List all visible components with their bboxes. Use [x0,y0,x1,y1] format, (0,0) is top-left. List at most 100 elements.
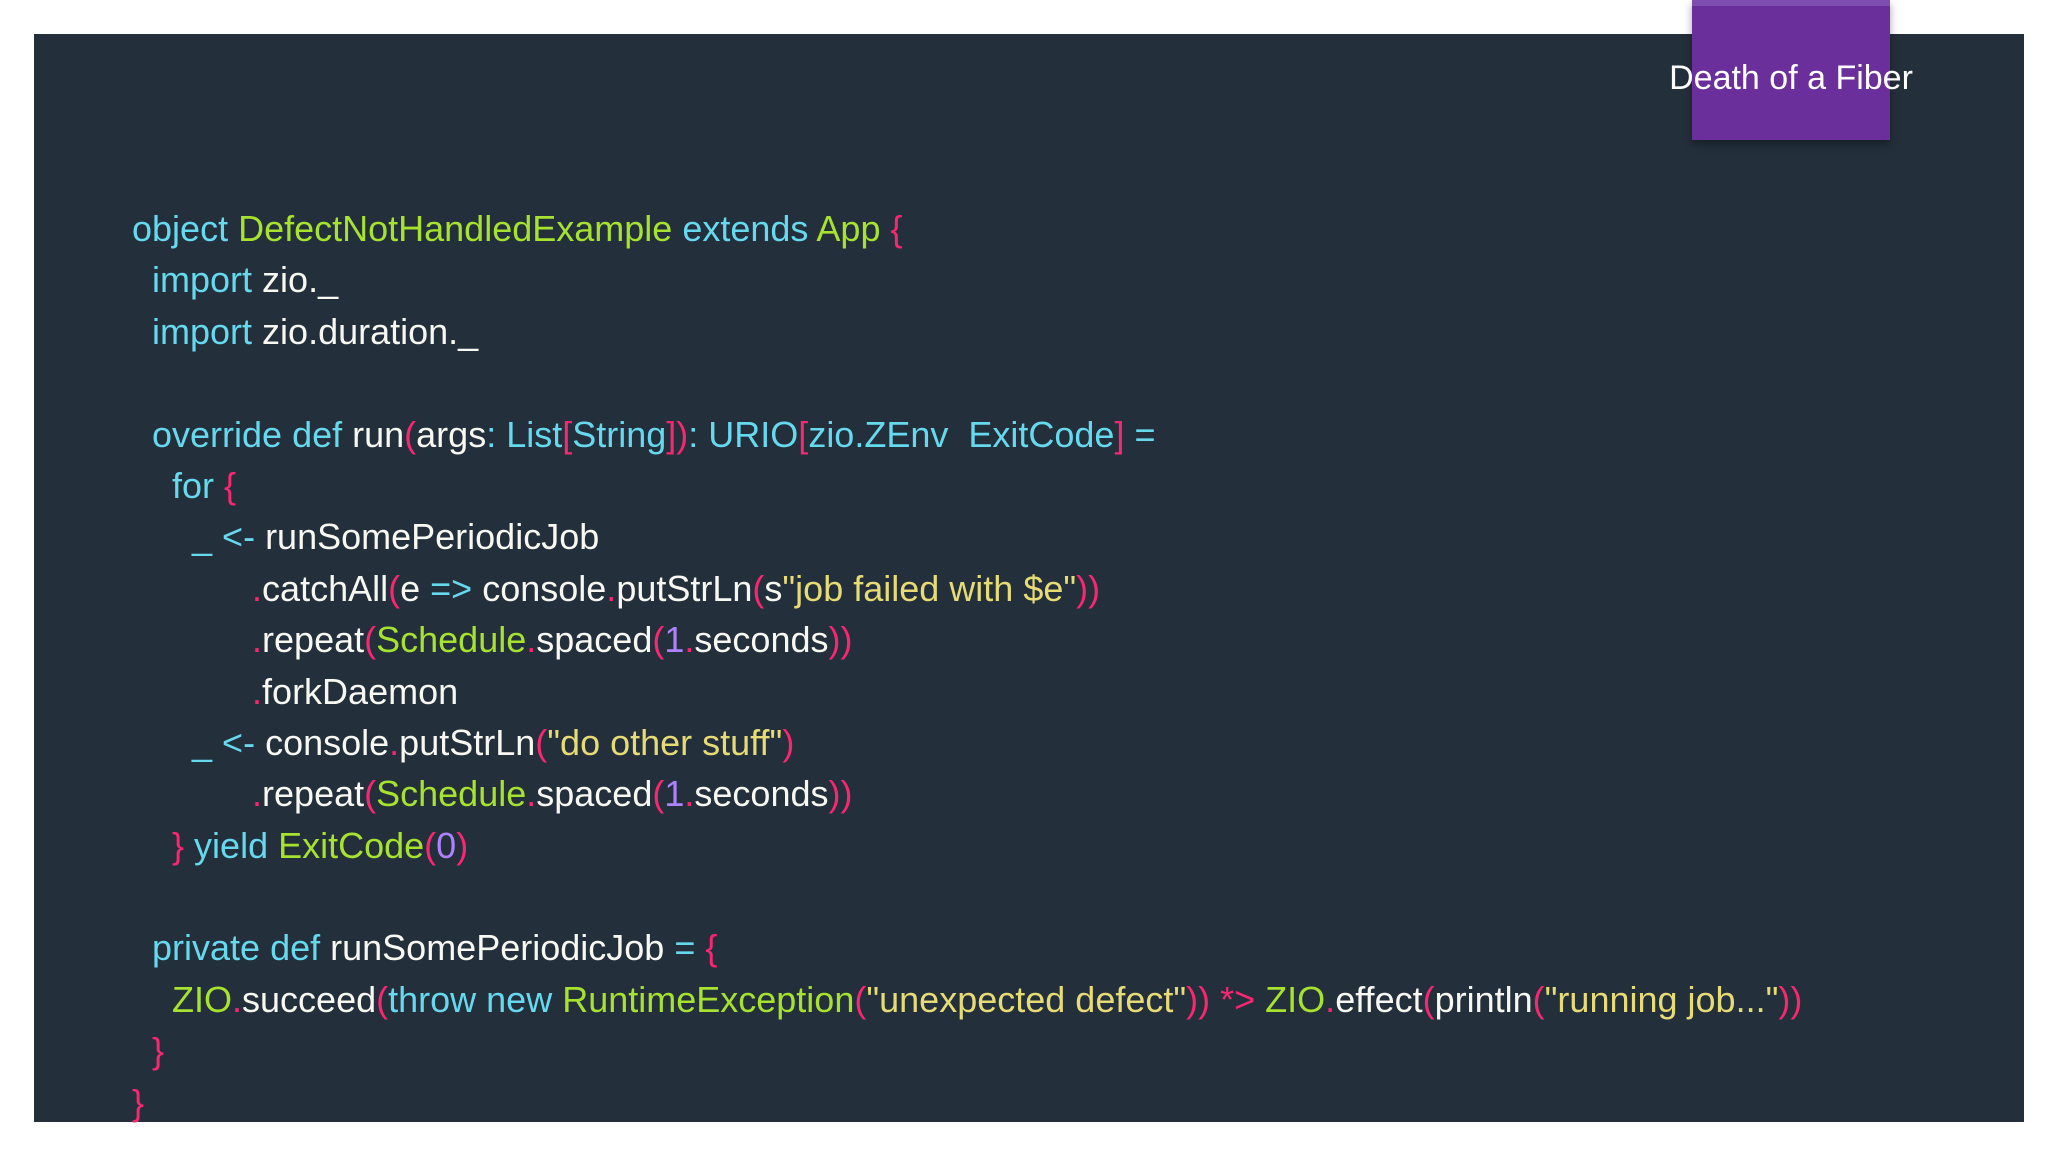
code-token: seconds [694,619,829,661]
code-token: private def [152,927,331,969]
code-line: } [132,1025,1802,1076]
code-token: App [816,208,891,249]
code-token: . [252,773,263,815]
code-token: 0 [436,824,457,866]
code-token: ZIO [1265,978,1326,1020]
code-token [132,414,152,455]
code-token: ( [364,619,377,661]
code-line: } [132,1077,1802,1128]
code-token: putStrLn [616,567,753,609]
code-token: => [430,567,483,609]
code-token: ( [388,567,401,609]
code-line: ZIO.succeed(throw new RuntimeException("… [132,974,1802,1025]
code-token: } [172,824,195,866]
code-token: object [132,208,239,249]
code-line: for { [132,460,1802,511]
code-token: console [265,721,390,763]
code-token [132,465,172,506]
code-token: run [352,413,405,455]
code-token: )) [1076,567,1101,609]
code-token: : List [486,413,563,455]
code-token: console [482,567,607,609]
code-token [132,1030,152,1071]
code-line: object DefectNotHandledExample extends A… [132,203,1802,254]
code-token: ( [752,567,765,609]
code-token: Schedule [376,773,527,815]
code-token: . [389,721,400,763]
code-token: "running job..." [1544,978,1779,1020]
code-token: println [1434,978,1533,1020]
code-token: 1 [664,773,685,815]
code-token: Schedule [376,619,527,661]
code-token: )) [828,619,853,661]
code-token: s [764,567,783,609]
code-token [132,722,192,763]
code-token [132,671,252,712]
code-token: runSomePeriodicJob [330,927,675,969]
code-token: for [172,464,225,506]
code-token: ZIO [172,978,233,1020]
slide-title: Death of a Fiber [1669,58,1913,97]
code-token: ]) [666,413,689,455]
code-token: [ [562,413,573,455]
code-token: ( [854,978,867,1020]
code-line: override def run(args: List[String]): UR… [132,409,1802,460]
code-token: [ [798,413,809,455]
code-token [132,619,252,660]
code-token: = [674,927,706,969]
code-token: )) [1778,978,1803,1020]
code-token [132,773,252,814]
code-token: effect [1335,978,1423,1020]
code-line [132,871,1802,922]
code-line: import zio.duration._ [132,306,1802,357]
code-token: "job failed with $e" [782,567,1077,609]
code-token [132,259,152,300]
code-token: import [152,259,263,301]
code-token: zio.duration._ [262,310,479,352]
code-token: . [684,619,695,661]
code-token: e [400,567,431,609]
code-token: spaced [536,619,653,661]
code-token: zio._ [262,259,339,301]
code-token: { [224,464,237,506]
code-token: args [416,413,487,455]
code-token: 1 [664,619,685,661]
code-line: .catchAll(e => console.putStrLn(s"job fa… [132,563,1802,614]
code-token: _ <- [192,721,266,763]
code-token: . [684,773,695,815]
code-token: . [252,567,263,609]
code-token: yield [194,824,279,866]
code-token: _ <- [192,516,266,558]
code-token [132,568,252,609]
code-token: )) [828,773,853,815]
code-line: _ <- runSomePeriodicJob [132,511,1802,562]
code-panel: object DefectNotHandledExample extends A… [34,34,2024,1123]
code-token: forkDaemon [262,670,459,712]
code-token: RuntimeException [562,978,855,1020]
code-token: spaced [536,773,653,815]
code-token: } [132,1081,145,1123]
code-token: ( [652,619,665,661]
code-token [132,825,172,866]
code-token: ( [535,721,548,763]
code-line: private def runSomePeriodicJob = { [132,922,1802,973]
code-token: . [526,619,537,661]
code-line: } yield ExitCode(0) [132,820,1802,871]
code-token: . [526,773,537,815]
code-token: ] [1114,413,1125,455]
code-token: ( [1422,978,1435,1020]
code-token: repeat [262,773,365,815]
code-token: . [1325,978,1336,1020]
code-token: ) [456,824,469,866]
code-token: *> [1210,978,1266,1020]
code-token: DefectNotHandledExample [238,208,683,249]
code-token: . [252,619,263,661]
slide-title-tab: Death of a Fiber [1669,0,1913,140]
code-token: { [705,927,718,969]
code-token: extends [682,208,817,249]
code-token: repeat [262,619,365,661]
code-token: . [606,567,617,609]
code-token: succeed [242,978,377,1020]
code-token: ( [1532,978,1545,1020]
